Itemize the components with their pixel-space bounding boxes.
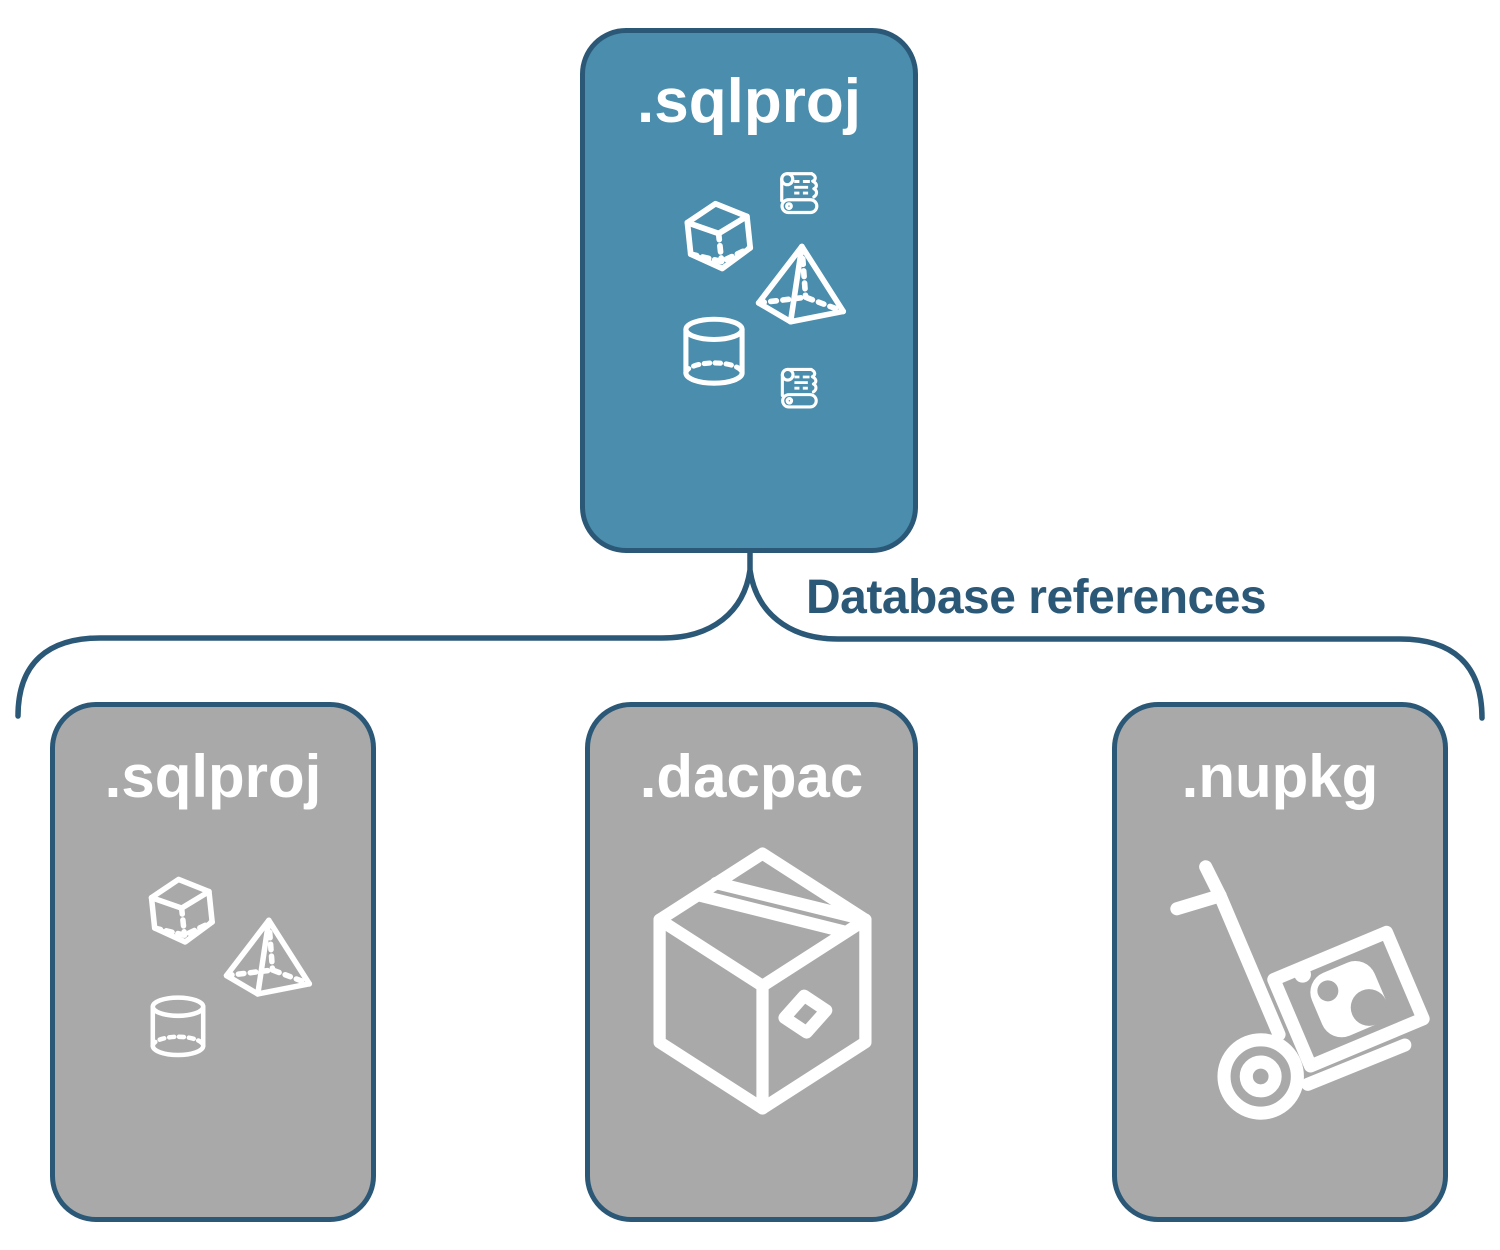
pyramid-icon — [750, 239, 850, 333]
scroll-icon — [771, 363, 829, 419]
child-node-nupkg: .nupkg — [1112, 702, 1448, 1222]
root-node-sqlproj: .sqlproj — [580, 28, 918, 553]
pyramid-icon — [218, 913, 316, 1005]
cylinder-icon — [675, 311, 753, 393]
cylinder-icon — [143, 985, 213, 1069]
child-node-label: .nupkg — [1181, 743, 1379, 810]
cube-icon — [669, 188, 770, 285]
child-node-label: .sqlproj — [104, 743, 322, 810]
scroll-icon — [771, 167, 829, 225]
child-node-dacpac: .dacpac — [585, 702, 918, 1222]
cube-icon — [134, 865, 230, 959]
child-node-label: .dacpac — [639, 743, 864, 810]
nuget-hand-truck-icon — [1169, 857, 1431, 1123]
package-box-icon — [640, 841, 885, 1121]
root-node-label: .sqlproj — [637, 67, 861, 136]
child-node-sqlproj: .sqlproj — [50, 702, 376, 1222]
connector-label: Database references — [806, 571, 1267, 624]
